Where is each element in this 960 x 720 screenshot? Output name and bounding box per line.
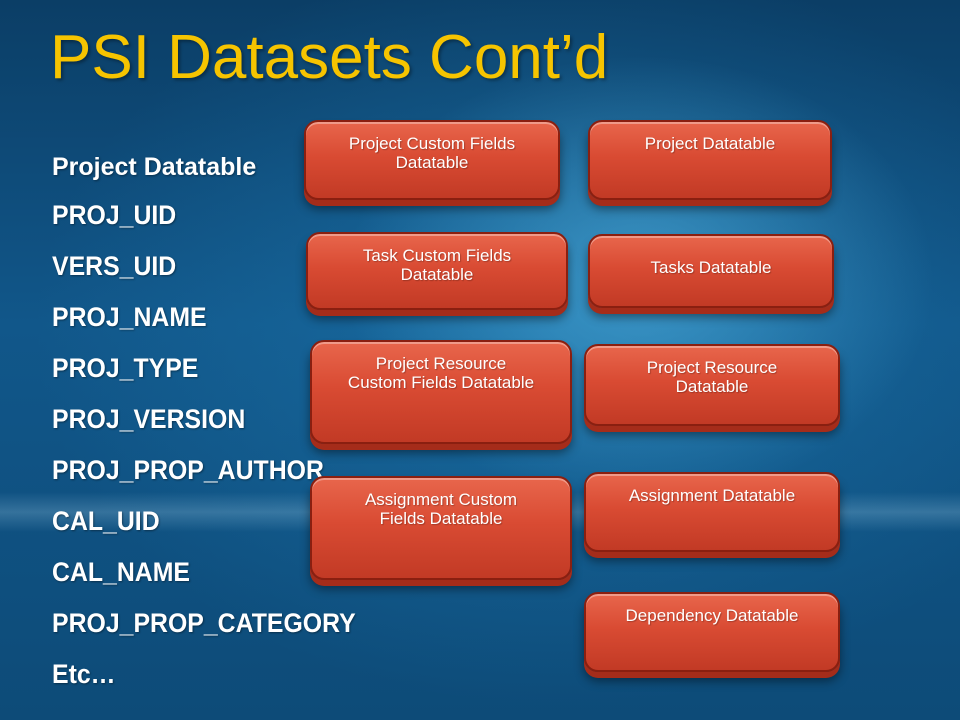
field-item: PROJ_NAME (52, 302, 207, 332)
field-item: PROJ_TYPE (52, 353, 199, 383)
box-label: Tasks Datatable (650, 257, 772, 277)
dependency-datatable-box: Dependency Datatable (584, 592, 840, 672)
box-label: Project Custom Fields Datatable (348, 134, 516, 172)
project-datatable-box: Project Datatable (588, 120, 832, 200)
project-custom-fields-box: Project Custom Fields Datatable (304, 120, 560, 200)
field-item: PROJ_PROP_CATEGORY (52, 608, 356, 638)
field-item: PROJ_PROP_AUTHOR (52, 455, 324, 485)
field-item: Etc… (52, 659, 116, 689)
field-list: PROJ_UID VERS_UID PROJ_NAME PROJ_TYPE PR… (52, 200, 382, 710)
field-item: VERS_UID (52, 251, 177, 281)
field-item: PROJ_UID (52, 200, 177, 230)
project-resource-custom-fields-box: Project Resource Custom Fields Datatable (310, 340, 572, 444)
box-label: Assignment Datatable (628, 486, 796, 505)
task-custom-fields-box: Task Custom Fields Datatable (306, 232, 568, 310)
field-item: CAL_NAME (52, 557, 191, 587)
box-label: Project Datatable (644, 134, 776, 153)
box-label: Dependency Datatable (625, 606, 799, 625)
box-label: Task Custom Fields Datatable (362, 246, 512, 284)
assignment-custom-fields-box: Assignment Custom Fields Datatable (310, 476, 572, 580)
project-resource-datatable-box: Project Resource Datatable (584, 344, 840, 426)
box-label: Assignment Custom Fields Datatable (364, 490, 518, 528)
box-label: Project Resource Datatable (646, 358, 778, 396)
box-label: Project Resource Custom Fields Datatable (347, 354, 535, 392)
field-item: CAL_UID (52, 506, 160, 536)
tasks-datatable-box: Tasks Datatable (588, 234, 834, 308)
assignment-datatable-box: Assignment Datatable (584, 472, 840, 552)
section-heading: Project Datatable (52, 153, 257, 181)
field-item: PROJ_VERSION (52, 404, 246, 434)
slide-title: PSI Datasets Cont’d (50, 23, 609, 92)
